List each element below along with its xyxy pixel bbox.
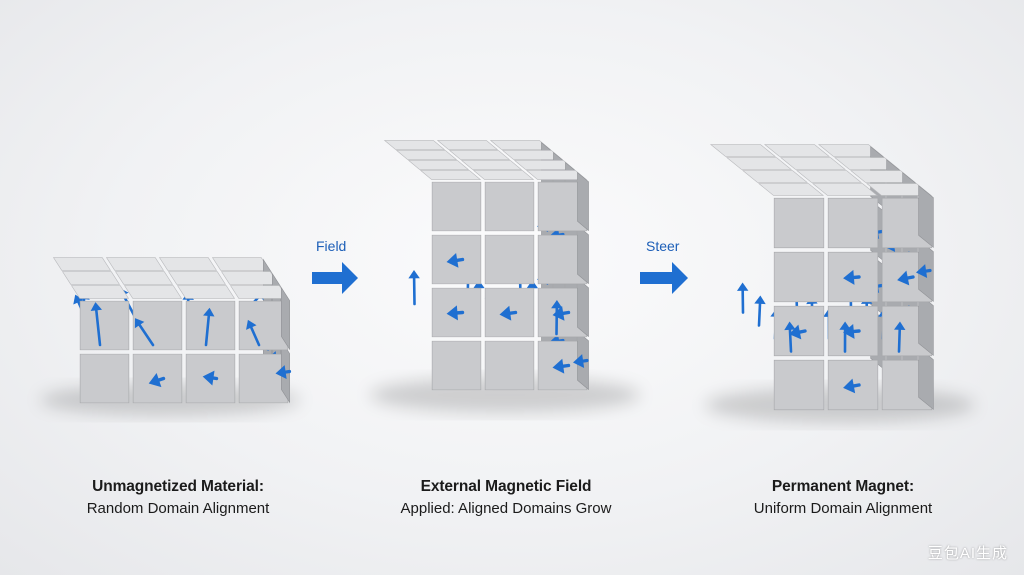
domain-cube	[176, 285, 236, 351]
domain-cube	[881, 293, 934, 357]
domain-cube	[79, 353, 130, 404]
magnetization-arrow	[446, 252, 465, 268]
caption-subtitle: Random Domain Alignment	[86, 500, 270, 517]
domain-cube	[773, 359, 825, 411]
domain-cube	[70, 285, 130, 351]
domain-cube	[484, 340, 535, 391]
magnetization-arrow	[499, 305, 518, 321]
domain-cube	[229, 285, 290, 351]
magnetization-arrow	[916, 264, 932, 279]
watermark: 豆包AI生成	[927, 545, 1008, 562]
magnetization-arrow	[843, 378, 861, 394]
domain-cube	[123, 285, 183, 351]
magnetization-arrow	[446, 305, 465, 321]
domain-cube	[472, 170, 535, 232]
caption-subtitle: Applied: Aligned Domains Grow	[400, 500, 612, 517]
magnetization-arrow	[90, 302, 103, 347]
domain-cube	[773, 251, 825, 303]
caption-title: Unmagnetized Material:	[92, 478, 264, 495]
magnetization-arrow	[789, 324, 807, 340]
domain-cube	[525, 170, 589, 232]
magnetization-arrow	[203, 307, 215, 347]
magnetization-arrow	[552, 305, 571, 321]
magnetization-arrow	[843, 324, 861, 339]
magnetization-arrow	[148, 372, 166, 388]
caption-title: Permanent Magnet:	[771, 478, 915, 495]
domain-cube	[419, 170, 482, 232]
magnetization-arrow	[551, 300, 563, 336]
domain-cube	[105, 257, 165, 271]
magnetization-arrow	[843, 269, 861, 285]
caption-field-applied: External Magnetic Field Applied: Aligned…	[356, 478, 656, 517]
domain-cube	[779, 157, 847, 170]
magnetization-arrow	[839, 321, 851, 353]
magnetization-arrow	[408, 270, 420, 306]
domain-cube	[725, 157, 793, 170]
domain-cube	[460, 160, 523, 170]
magnetization-arrow	[894, 321, 906, 353]
magnetization-arrow	[246, 319, 261, 347]
transition-label-steer: Steer	[646, 238, 680, 254]
domain-cube	[407, 160, 470, 170]
domain-cube	[811, 183, 879, 249]
domain-cube	[383, 140, 446, 150]
magnetization-arrow	[275, 365, 292, 380]
transition-label-field: Field	[316, 238, 347, 254]
magnetization-arrow	[736, 282, 749, 314]
domain-cube	[795, 170, 863, 183]
caption-permanent-magnet: Permanent Magnet: Uniform Domain Alignme…	[693, 478, 993, 517]
domain-cube	[158, 257, 218, 271]
transition-arrow-steer	[640, 262, 688, 294]
domain-cube	[865, 183, 934, 249]
magnetization-arrow	[202, 370, 219, 386]
domain-cube	[436, 140, 499, 150]
domain-cube	[484, 234, 535, 285]
caption-subtitle: Uniform Domain Alignment	[753, 500, 933, 517]
domain-cube	[52, 257, 112, 271]
magnetization-arrow	[784, 321, 796, 353]
magnetization-arrow	[573, 354, 589, 369]
magnetization-arrow	[754, 295, 766, 327]
domain-cube	[167, 271, 227, 285]
domain-cube	[431, 340, 482, 391]
field-applied-block	[383, 140, 589, 391]
magnetization-arrow	[552, 358, 571, 374]
domain-cube	[709, 144, 777, 157]
caption-title: External Magnetic Field	[420, 478, 592, 495]
unmagnetized-block	[52, 257, 292, 404]
domain-cube	[763, 144, 831, 157]
domain-cube	[881, 347, 934, 411]
domain-cube	[448, 150, 511, 160]
permanent-magnet-block	[709, 144, 934, 411]
domain-cube	[741, 170, 809, 183]
domain-cube	[114, 271, 174, 285]
magnetization-arrow	[134, 318, 155, 347]
transition-arrow-field	[312, 262, 358, 294]
domain-cube	[757, 183, 825, 249]
magnetization-arrow	[897, 270, 915, 286]
domain-cube	[61, 271, 121, 285]
domain-cube	[395, 150, 458, 160]
caption-unmagnetized: Unmagnetized Material: Random Domain Ali…	[28, 478, 328, 517]
